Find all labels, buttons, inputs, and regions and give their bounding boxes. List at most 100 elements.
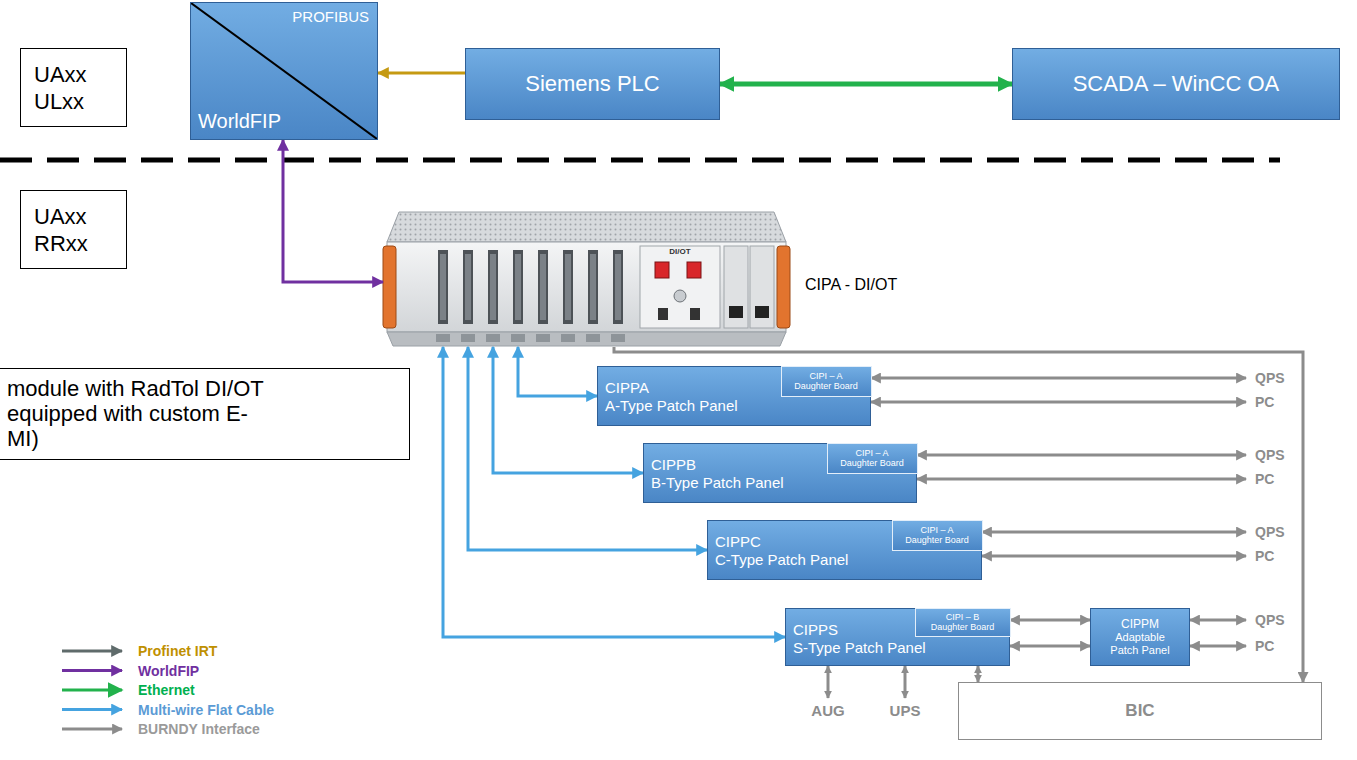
legend-sample <box>62 689 122 692</box>
port-label: PC <box>1255 471 1274 487</box>
box-text: CIPPC <box>715 533 761 551</box>
level-divider <box>0 158 1280 163</box>
legend-text: WorldFIP <box>138 663 199 679</box>
legend-sample <box>62 650 122 653</box>
burndy-leader <box>871 401 1246 404</box>
card-slots <box>540 254 546 320</box>
card-slots <box>488 250 498 324</box>
card-slots <box>490 254 496 320</box>
burndy-leader <box>917 454 1246 457</box>
daughter-board: CIPI – A Daughter Board <box>892 520 983 551</box>
daughter-board: CIPI – A Daughter Board <box>827 443 918 474</box>
card-slots <box>461 334 475 342</box>
power-modules <box>724 246 748 328</box>
box-text: Siemens PLC <box>525 71 660 97</box>
controller-module <box>640 246 720 328</box>
legend-text: BURNDY Interface <box>138 721 260 737</box>
connector <box>1010 619 1090 622</box>
scada-box: SCADA – WinCC OA <box>1012 48 1340 120</box>
legend-sample <box>62 651 122 729</box>
card-slots <box>436 334 450 342</box>
box-text: SCADA – WinCC OA <box>1073 71 1280 97</box>
box-text: A-Type Patch Panel <box>605 397 738 415</box>
card-slots <box>536 334 550 342</box>
crate-illustration <box>383 212 790 346</box>
controller-module <box>658 308 668 320</box>
power-modules <box>724 246 774 328</box>
patch-panel: CIPPMAdaptable Patch Panel <box>1090 608 1190 666</box>
card-slots <box>486 334 500 342</box>
controller-module <box>674 290 686 302</box>
card-slots <box>436 250 625 342</box>
plc-box: Siemens PLC <box>465 48 720 120</box>
card-slots <box>561 334 575 342</box>
patch-panel: CIPPSS-Type Patch PanelCIPI – B Daughter… <box>785 608 1010 666</box>
controller-module <box>640 246 720 328</box>
card-slots <box>565 254 571 320</box>
card-slots <box>613 250 623 324</box>
legend-text: Multi-wire Flat Cable <box>138 702 274 718</box>
legend-text: Profinet IRT <box>138 643 217 659</box>
card-slots <box>588 250 598 324</box>
daughter-board: CIPI – B Daughter Board <box>915 608 1011 637</box>
port-label: PC <box>1255 638 1274 654</box>
card-slots <box>463 250 473 324</box>
box-text: UAxx RRxx <box>34 203 96 257</box>
card-slots <box>590 254 596 320</box>
port-label: QPS <box>1255 370 1285 386</box>
crate-illustration <box>777 246 790 328</box>
port-label: QPS <box>1255 524 1285 540</box>
port-label: AUG <box>811 702 844 719</box>
burndy-leader <box>904 666 907 698</box>
card-slots <box>611 334 625 342</box>
burndy-leader <box>1190 619 1246 622</box>
box-text: CIPI – B Daughter Board <box>928 612 998 632</box>
card-slots <box>538 250 548 324</box>
location-box: UAxx ULxx <box>20 48 127 127</box>
burndy-leader <box>827 666 830 698</box>
box-text: PROFIBUS <box>292 8 369 25</box>
port-label: QPS <box>1255 612 1285 628</box>
location-box: UAxx RRxx <box>20 190 127 269</box>
port-label: QPS <box>1255 447 1285 463</box>
card-slots <box>513 250 523 324</box>
card-slots <box>438 250 448 324</box>
card-slots <box>615 254 621 320</box>
burndy-leader <box>982 555 1246 558</box>
card-slots <box>511 334 525 342</box>
legend-sample <box>62 669 122 672</box>
controller-module <box>687 262 701 278</box>
power-modules <box>750 246 774 328</box>
box-text: UAxx ULxx <box>34 61 96 115</box>
connector <box>283 140 383 282</box>
legend-sample <box>62 728 122 731</box>
box-text: B-Type Patch Panel <box>651 474 784 492</box>
port-label: PC <box>1255 394 1274 410</box>
box-text: C-Type Patch Panel <box>715 551 848 569</box>
box-text: CIPPM <box>1121 617 1159 631</box>
box-text: BIC <box>1125 701 1154 721</box>
legend-sample <box>62 708 122 711</box>
card-slots <box>515 254 521 320</box>
crate-illustration <box>387 212 786 242</box>
burndy-leader <box>982 531 1246 534</box>
box-text: CIPPA <box>605 379 649 397</box>
box-text: CIPI – A Daughter Board <box>837 448 907 468</box>
patch-panel: CIPPBB-Type Patch Panel CIPI – A Daughter… <box>643 443 917 503</box>
patch-panel: CIPPCC-Type Patch Panel CIPI – A Daughter… <box>707 520 982 580</box>
crate: CIPA - DI/OT <box>383 212 790 347</box>
card-slots <box>563 250 573 324</box>
crate-illustration <box>383 246 396 328</box>
connector <box>977 666 980 682</box>
port-label: PC <box>1255 548 1274 564</box>
crate-illustration <box>387 332 786 346</box>
controller-module <box>655 262 669 278</box>
daughter-board: CIPI – A Daughter Board <box>781 366 872 397</box>
box-text: CIPPB <box>651 456 696 474</box>
burndy-leader <box>1190 645 1246 648</box>
note-box: module with RadTol DI/OT equipped with c… <box>0 368 410 460</box>
connector <box>378 72 465 75</box>
card-slots <box>586 334 600 342</box>
patch-panel: CIPPAA-Type Patch Panel CIPI – A Daughter… <box>597 366 871 426</box>
converter-diagonal <box>191 3 377 139</box>
